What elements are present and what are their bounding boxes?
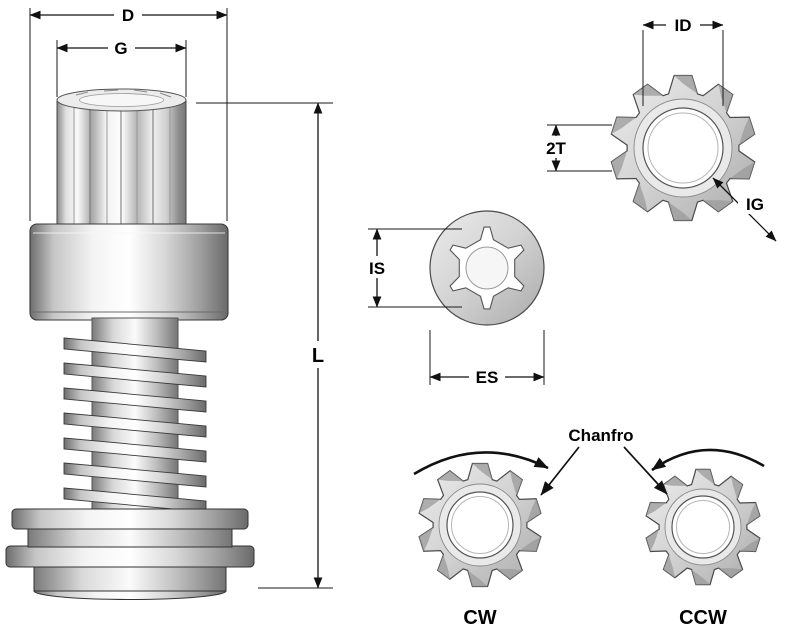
label-chamfer: Chanfro [568,426,633,445]
dimension-L: L [196,102,333,589]
d-label-bg [114,4,142,25]
dim-label-g: G [114,39,127,58]
chamfer-leader-ccw-arrow [623,446,668,495]
dim-label-is: IS [369,259,385,278]
dim-label-ig: IG [746,195,764,214]
es-label-bg [469,366,505,387]
pulley-groove [27,527,233,548]
spring-coil-turn [63,412,207,438]
spring-coil-turn [63,387,207,413]
pulley-upper-flange [11,508,249,530]
gear-bore [642,107,724,189]
dim-label-l: L [312,345,324,367]
chamfer-callout: Chanfro [540,426,668,496]
t2-label-bg [537,136,575,158]
dimension-2T: 2T [537,124,612,172]
ccw-gear-bore [671,495,735,559]
cw-gear-bore [446,491,514,559]
dimension-D: D [29,4,228,221]
ccw-gear-bore-rim [676,500,730,554]
side-view-starter-drive [5,88,255,600]
pinion-top-castellations [75,89,172,98]
g-label-bg [108,37,135,57]
pulley-lower-flange [5,545,255,568]
spring-coil-turn [63,462,207,488]
pulley-flange-section [5,508,255,600]
gear-cw-view [418,462,542,588]
spring-coil-turn [63,337,207,363]
spring-coil [63,337,207,513]
pinion-top-inner-face [79,93,164,107]
chamfer-leader-cw-arrow [540,446,580,496]
dim-label-2t: 2T [546,139,566,158]
spring-coil-turn [63,437,207,463]
label-cw: CW [463,607,496,629]
dim-label-id: ID [675,16,692,35]
dimension-ID: ID [642,14,724,106]
collar-body [29,223,229,321]
pulley-hub [33,565,227,592]
dimension-G: G [56,37,187,97]
dim-label-d: D [122,6,134,25]
cw-gear-bore-rim [451,496,509,554]
spring-coil-turn [63,362,207,388]
spline-inner-circle [465,246,509,290]
ig-label-bg [738,193,772,214]
spline-lines-light [73,101,171,231]
dim-label-es: ES [476,368,499,387]
id-label-bg [666,14,700,34]
ccw-rotation-arrow [651,448,765,472]
clutch-collar-section [29,223,229,321]
cw-rotation-arrow [413,451,549,476]
internal-spline-view [429,210,545,326]
gear-ccw-view [645,468,761,586]
gear-bore-rim [647,112,719,184]
pinion-spline-section [56,88,187,233]
dimension-IS: IS [361,228,462,308]
label-ccw: CCW [679,607,727,629]
spline-lines-dark [89,101,154,231]
l-label-bg [304,341,332,368]
is-label-bg [361,256,393,278]
dimension-IG: IG [712,177,777,242]
dimension-ES: ES [429,330,545,387]
